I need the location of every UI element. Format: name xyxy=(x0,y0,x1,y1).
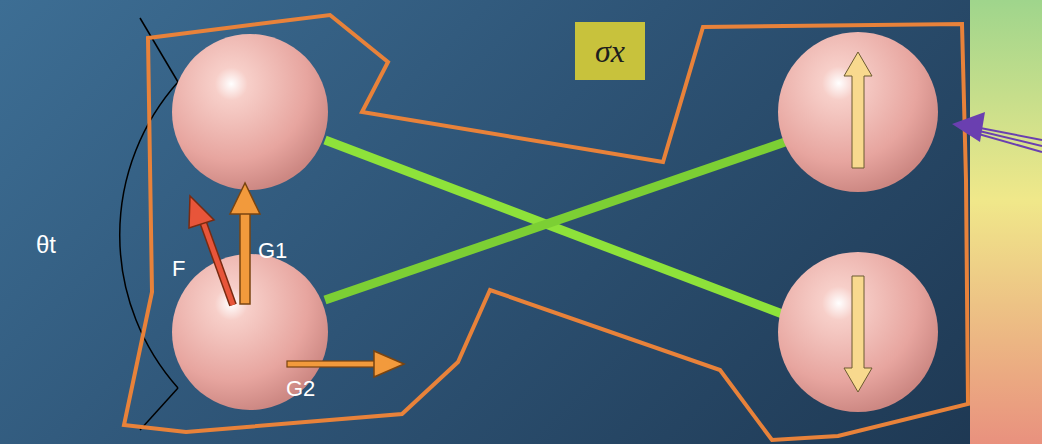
force-arrow xyxy=(189,196,214,228)
symbol-label: F xyxy=(172,258,185,280)
angle-arc xyxy=(140,18,178,82)
spin-down-arrow xyxy=(844,276,872,392)
force-arrow xyxy=(374,351,404,377)
particle-sphere xyxy=(778,252,938,412)
spin-up-arrow xyxy=(844,52,872,168)
symbol-label: θt xyxy=(36,233,56,257)
force-arrow xyxy=(203,222,233,305)
field-gradient xyxy=(970,0,1042,444)
probe-arrow xyxy=(952,112,985,142)
force-arrow xyxy=(203,222,233,305)
coupling-bond xyxy=(325,140,785,315)
particle-sphere xyxy=(172,34,328,190)
probe-arrow xyxy=(975,130,1042,146)
symbol-label: G1 xyxy=(258,240,287,262)
operator-box: σx xyxy=(575,22,645,80)
force-arrow xyxy=(230,183,260,214)
force-arrow xyxy=(240,212,250,304)
angle-arc xyxy=(140,388,178,430)
particle-sphere xyxy=(778,32,938,192)
operator-label: σx xyxy=(595,35,625,67)
probe-arrow xyxy=(975,133,1042,152)
group-outline xyxy=(124,15,968,440)
coupling-bond xyxy=(325,142,785,300)
symbol-label: G2 xyxy=(286,378,315,400)
force-arrow xyxy=(287,361,375,367)
